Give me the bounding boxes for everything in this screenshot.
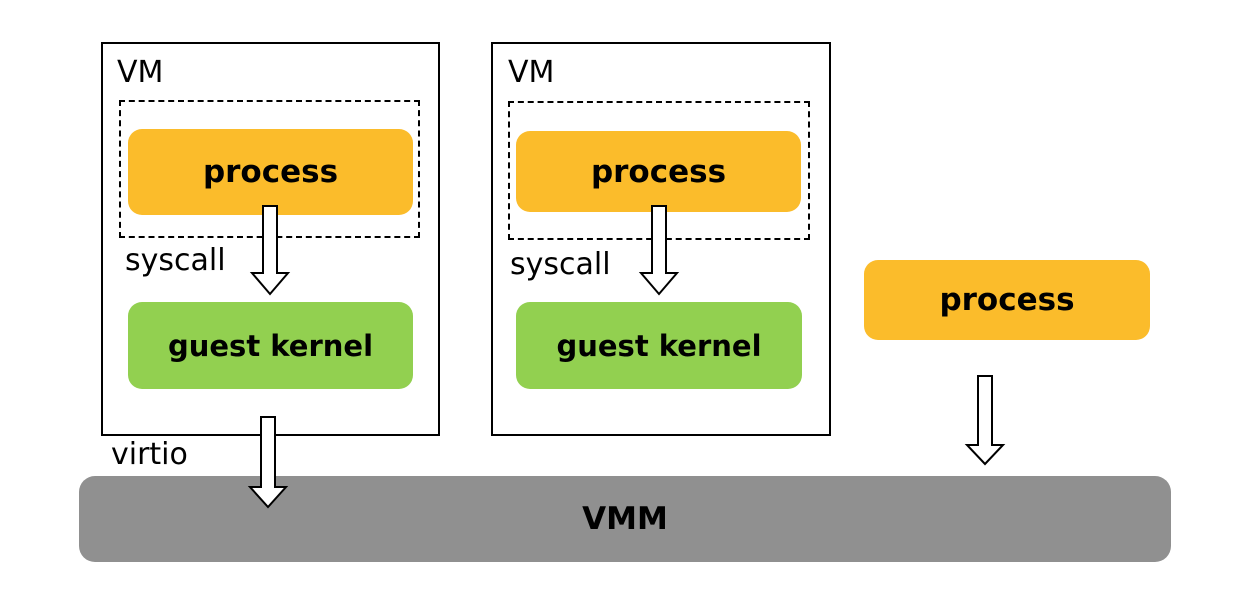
hollow-down-arrow-icon <box>247 416 289 509</box>
vm-2-title: VM <box>508 55 555 90</box>
hollow-down-arrow-icon <box>638 205 680 296</box>
vm-1-title: VM <box>117 55 164 90</box>
vm-2-syscall-label: syscall <box>510 247 611 282</box>
standalone-process-label: process <box>939 282 1075 318</box>
vm-1-guest-kernel: guest kernel <box>128 302 413 389</box>
virtio-arrow <box>247 416 289 509</box>
vm-2-guest-kernel-label: guest kernel <box>556 328 762 363</box>
vm-1-process-label: process <box>202 154 339 190</box>
vm-1-guest-kernel-label: guest kernel <box>167 328 374 363</box>
process-to-vmm-arrow <box>964 375 1006 466</box>
vmm-bar: VMM <box>79 476 1171 562</box>
syscall-arrow-vm-1 <box>249 205 291 296</box>
vm-2-process: process <box>516 131 801 212</box>
syscall-arrow-vm-2 <box>638 205 680 296</box>
standalone-process: process <box>864 260 1150 340</box>
vm-1-syscall-label: syscall <box>125 243 226 278</box>
hollow-down-arrow-icon <box>249 205 291 296</box>
vm-2-process-label: process <box>590 153 727 190</box>
hollow-down-arrow-icon <box>964 375 1006 466</box>
vmm-label: VMM <box>582 501 668 537</box>
virtio-label: virtio <box>111 437 188 472</box>
vm-1-process: process <box>128 129 413 215</box>
vm-2-guest-kernel: guest kernel <box>516 302 802 389</box>
